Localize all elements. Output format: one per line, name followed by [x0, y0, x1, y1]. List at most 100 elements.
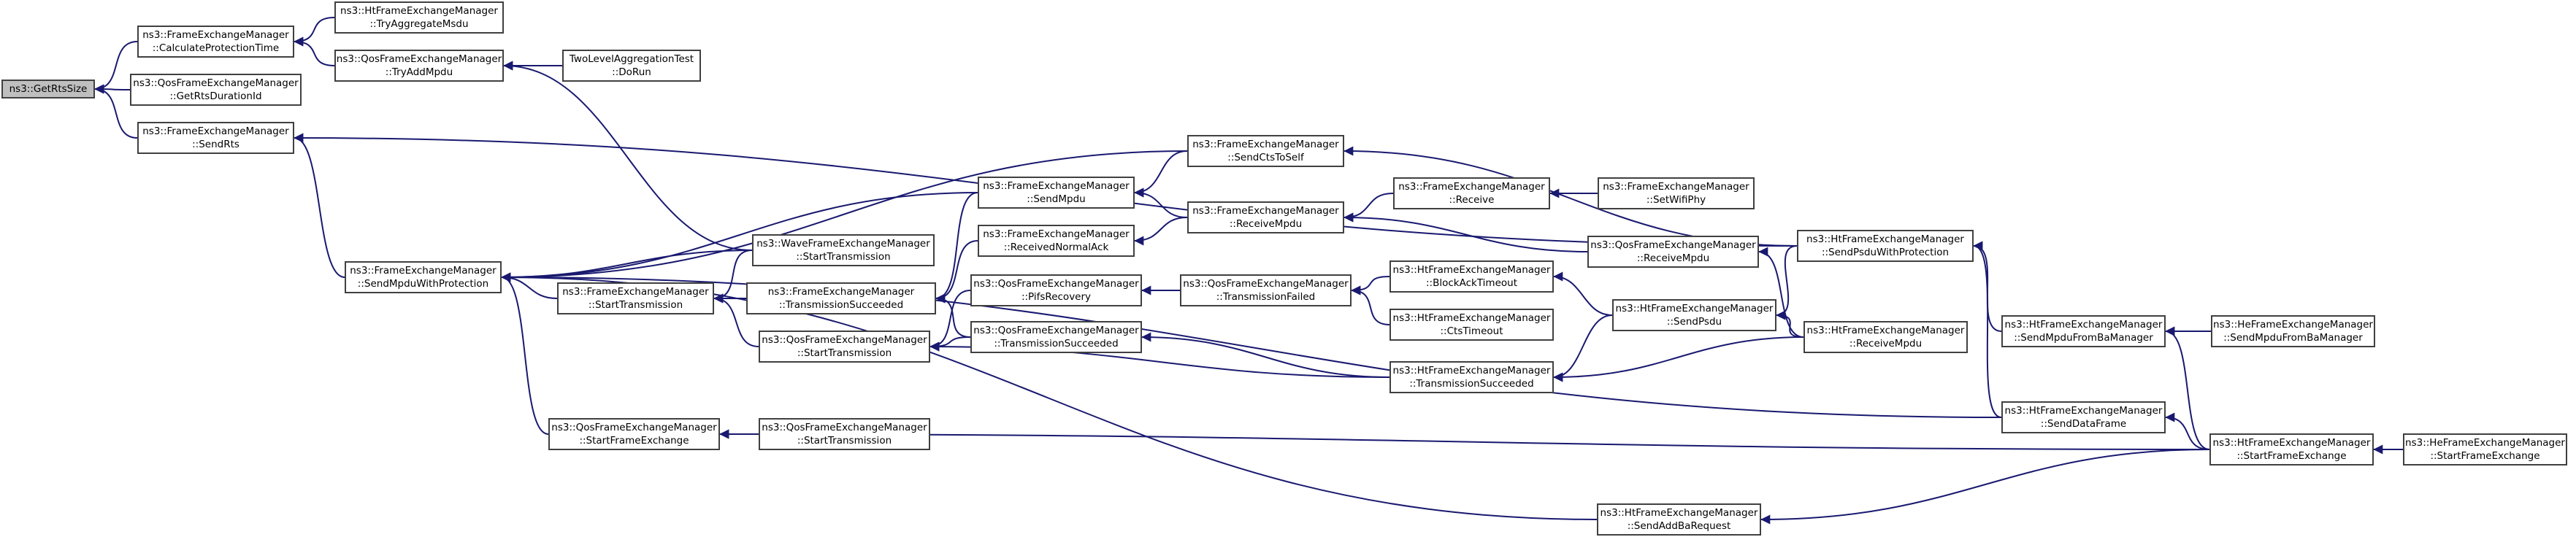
call-edge-fem-receive-mpdu-to-fem-received-normal-ack [1134, 217, 1188, 246]
node-label-line: ns3::FrameExchangeManager [350, 265, 497, 277]
node-fem-send-rts[interactable]: ns3::FrameExchangeManager ::SendRts [137, 122, 294, 154]
node-fem-start-transmission[interactable]: ns3::FrameExchangeManager ::StartTransmi… [557, 282, 714, 314]
node-label-line: ns3::HtFrameExchangeManager [1392, 312, 1551, 324]
node-wfem-start-transmission[interactable]: ns3::WaveFrameExchangeManager ::StartTra… [752, 234, 935, 266]
node-label-line: TwoLevelAggregationTest [569, 53, 694, 65]
call-edge-wfem-start-transmission-to-fem-send-mpdu-with-prot [501, 250, 753, 282]
call-edge-fem-receive-to-fem-receive-mpdu [1343, 193, 1394, 223]
node-qfem-receive-mpdu[interactable]: ns3::QosFrameExchangeManager ::ReceiveMp… [1587, 236, 1759, 268]
node-htfem-send-mpdu-from-ba-manager[interactable]: ns3::HtFrameExchangeManager ::SendMpduFr… [2001, 315, 2166, 347]
node-label-line: ::SetWifiPhy [1646, 194, 1706, 206]
call-edge-fem-send-mpdu-with-prot-to-fem-send-rts [294, 133, 345, 278]
call-edge-htfem-transmission-succeeded-to-qfem-transmission-succeeded [1141, 332, 1390, 378]
node-label-line: ::BlockAckTimeout [1426, 277, 1517, 289]
node-label-line: ::TryAggregateMsdu [369, 18, 469, 30]
call-edge-fem-send-cts-to-self-to-fem-send-mpdu-with-prot [501, 150, 1188, 282]
node-label-line: ns3::HtFrameExchangeManager [340, 5, 498, 17]
node-htfem-receive-mpdu[interactable]: ns3::HtFrameExchangeManager ::ReceiveMpd… [1803, 321, 1968, 353]
node-label-line: ::SendMpduFromBaManager [2014, 332, 2153, 344]
node-label-line: ::SendPsdu [1666, 316, 1722, 328]
node-label-line: ns3::FrameExchangeManager [562, 286, 709, 298]
node-label-line: ns3::QosFrameExchangeManager [1590, 239, 1756, 251]
node-label-line: ns3::HtFrameExchangeManager [1600, 507, 1758, 519]
node-label-line: ns3::FrameExchangeManager [767, 286, 915, 298]
node-qfem-get-rts-duration-id[interactable]: ns3::QosFrameExchangeManager ::GetRtsDur… [130, 74, 302, 106]
node-label-line: ns3::HtFrameExchangeManager [2212, 437, 2371, 449]
node-two-level-aggregation-test-do-run[interactable]: TwoLevelAggregationTest ::DoRun [562, 50, 701, 82]
node-label-line: ::GetRtsDurationId [169, 90, 262, 102]
node-label-line: ns3::HtFrameExchangeManager [1806, 325, 1965, 336]
node-htfem-try-aggregate-msdu[interactable]: ns3::HtFrameExchangeManager ::TryAggrega… [334, 1, 504, 34]
node-hefem-send-mpdu-from-ba-manager[interactable]: ns3::HeFrameExchangeManager ::SendMpduFr… [2211, 315, 2375, 347]
call-edge-htfem-receive-mpdu-to-htfem-send-psdu [1776, 310, 1804, 338]
node-label-line: ::StartTransmission [588, 299, 683, 311]
node-label-line: ::StartFrameExchange [2430, 450, 2540, 462]
node-label-line: ::ReceiveMpdu [1636, 252, 1710, 264]
node-qfem-transmission-failed[interactable]: ns3::QosFrameExchangeManager ::Transmiss… [1180, 274, 1352, 306]
node-hefem-start-frame-exchange[interactable]: ns3::HeFrameExchangeManager ::StartFrame… [2403, 433, 2567, 465]
node-label-line: ::SendCtsToSelf [1227, 152, 1304, 163]
node-htfem-send-psdu[interactable]: ns3::HtFrameExchangeManager ::SendPsdu [1612, 299, 1776, 331]
node-fem-calculate-protection-time[interactable]: ns3::FrameExchangeManager ::CalculatePro… [137, 26, 294, 58]
node-htfem-send-add-ba-request[interactable]: ns3::HtFrameExchangeManager ::SendAddBaR… [1597, 503, 1761, 536]
node-htfem-block-ack-timeout[interactable]: ns3::HtFrameExchangeManager ::BlockAckTi… [1389, 260, 1554, 293]
node-fem-transmission-succeeded[interactable]: ns3::FrameExchangeManager ::Transmission… [746, 282, 936, 314]
node-label-line: ns3::WaveFrameExchangeManager [756, 238, 930, 250]
node-fem-send-mpdu[interactable]: ns3::FrameExchangeManager ::SendMpdu [978, 177, 1135, 209]
node-qfem-start-transmission-2[interactable]: ns3::QosFrameExchangeManager ::StartTran… [759, 418, 930, 450]
node-label-line: ::TryAddMpdu [385, 66, 453, 78]
node-htfem-cts-timeout[interactable]: ns3::HtFrameExchangeManager ::CtsTimeout [1389, 309, 1554, 341]
node-label-line: ns3::HtFrameExchangeManager [1392, 365, 1551, 376]
node-qfem-transmission-succeeded[interactable]: ns3::QosFrameExchangeManager ::Transmiss… [970, 321, 1142, 353]
node-fem-set-wifi-phy[interactable]: ns3::FrameExchangeManager ::SetWifiPhy [1598, 177, 1755, 209]
node-fem-receive-mpdu[interactable]: ns3::FrameExchangeManager ::ReceiveMpdu [1187, 201, 1344, 233]
node-htfem-send-data-frame[interactable]: ns3::HtFrameExchangeManager ::SendDataFr… [2001, 401, 2166, 433]
node-qfem-start-frame-exchange[interactable]: ns3::QosFrameExchangeManager ::StartFram… [548, 418, 720, 450]
call-edge-htfem-send-psdu-to-htfem-block-ack-timeout [1553, 271, 1613, 316]
node-qfem-try-add-mpdu[interactable]: ns3::QosFrameExchangeManager ::TryAddMpd… [334, 50, 504, 82]
node-label-line: ::ReceiveMpdu [1229, 218, 1303, 230]
call-edge-htfem-send-data-frame-to-htfem-send-psdu-with-prot [1973, 241, 2002, 418]
node-label-line: ns3::HeFrameExchangeManager [2213, 319, 2373, 331]
node-label-line: ns3::QosFrameExchangeManager [762, 334, 927, 346]
call-edge-htfem-start-frame-exchange-to-htfem-send-data-frame [2165, 412, 2210, 450]
node-label-line: ::SendMpduWithProtection [357, 278, 489, 290]
node-label-line: ::StartFrameExchange [2236, 450, 2347, 462]
node-label-line: ::SendAddBaRequest [1627, 520, 1731, 532]
node-label-line: ::TransmissionFailed [1216, 291, 1316, 303]
node-fem-send-mpdu-with-protection[interactable]: ns3::FrameExchangeManager ::SendMpduWith… [345, 261, 502, 293]
node-label-line: ns3::HtFrameExchangeManager [2004, 319, 2163, 331]
node-label-line: ns3::FrameExchangeManager [1192, 139, 1339, 150]
node-label-line: ns3::QosFrameExchangeManager [133, 77, 299, 89]
node-label-line: ::SendMpdu [1027, 193, 1086, 205]
node-get-rts-size[interactable]: ns3::GetRtsSize [1, 80, 95, 98]
call-edge-htfem-cts-timeout-to-qfem-transmission-failed [1351, 285, 1390, 325]
node-label-line: ns3::QosFrameExchangeManager [336, 53, 502, 65]
node-label-line: ::CtsTimeout [1440, 325, 1503, 337]
node-label-line: ::TransmissionSucceeded [778, 299, 904, 311]
node-label-line: ns3::HtFrameExchangeManager [1392, 264, 1551, 276]
node-label-line: ns3::HtFrameExchangeManager [1806, 233, 1964, 245]
node-label-line: ::DoRun [612, 66, 651, 78]
node-htfem-transmission-succeeded[interactable]: ns3::HtFrameExchangeManager ::Transmissi… [1389, 361, 1554, 393]
call-edge-qfem-receive-mpdu-to-fem-receive-mpdu [1343, 212, 1588, 252]
node-fem-receive[interactable]: ns3::FrameExchangeManager ::Receive [1393, 177, 1550, 209]
node-qfem-start-transmission[interactable]: ns3::QosFrameExchangeManager ::StartTran… [759, 331, 930, 363]
node-label-line: ns3::FrameExchangeManager [983, 180, 1130, 192]
node-label-line: ::StartTransmission [797, 435, 892, 447]
node-htfem-send-psdu-with-protection[interactable]: ns3::HtFrameExchangeManager ::SendPsduWi… [1797, 230, 1974, 262]
node-htfem-start-frame-exchange[interactable]: ns3::HtFrameExchangeManager ::StartFrame… [2209, 433, 2374, 465]
node-fem-received-normal-ack[interactable]: ns3::FrameExchangeManager ::ReceivedNorm… [978, 225, 1135, 257]
node-label-line: ::TransmissionSucceeded [994, 338, 1119, 349]
node-label-line: ns3::FrameExchangeManager [142, 29, 289, 41]
node-label-line: ns3::QosFrameExchangeManager [973, 325, 1139, 336]
node-label-line: ns3::QosFrameExchangeManager [1183, 278, 1349, 290]
node-fem-send-cts-to-self[interactable]: ns3::FrameExchangeManager ::SendCtsToSel… [1187, 135, 1344, 167]
node-label-line: ::TransmissionSucceeded [1409, 378, 1534, 390]
node-label-line: ::ReceivedNormalAck [1003, 242, 1109, 253]
node-label-line: ns3::FrameExchangeManager [1192, 205, 1339, 217]
node-label-line: ::StartTransmission [797, 347, 892, 359]
node-qfem-pifs-recovery[interactable]: ns3::QosFrameExchangeManager ::PifsRecov… [970, 274, 1142, 306]
node-label-line: ns3::FrameExchangeManager [1603, 181, 1749, 193]
